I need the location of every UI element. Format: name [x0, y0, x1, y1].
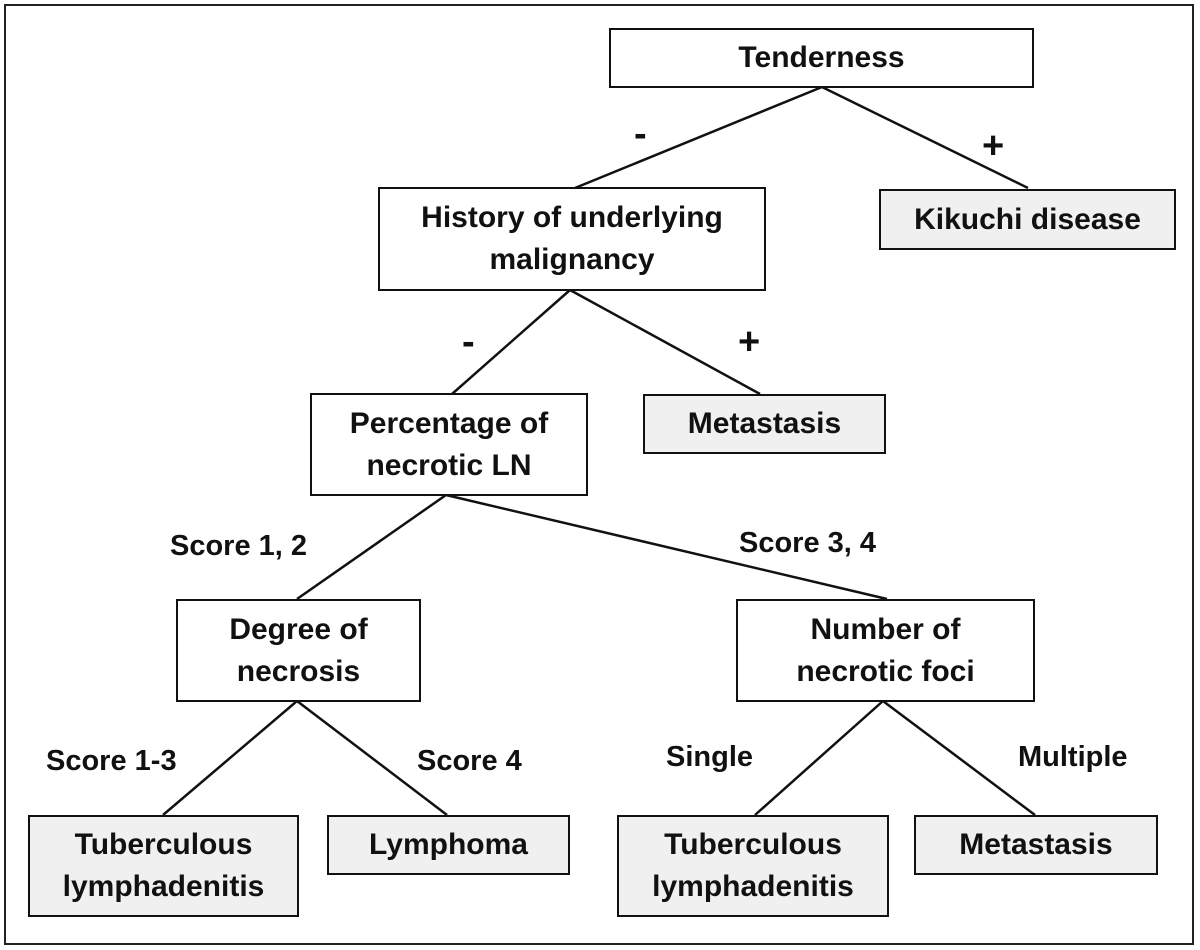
edge-percentage-number	[445, 493, 888, 601]
edge-label-score-1-3: Score 1-3	[46, 745, 177, 777]
edge-label-history-positive: +	[738, 321, 761, 363]
edge-label-score-4: Score 4	[417, 745, 522, 777]
edge-degree-tb	[162, 700, 298, 816]
edge-label-single: Single	[666, 741, 754, 773]
edge-label-history-negative: -	[462, 321, 475, 363]
node-metastasis-foci: Metastasis	[914, 815, 1158, 875]
node-tenderness: Tenderness	[609, 28, 1034, 88]
node-tuberculous-lymphadenitis-left: Tuberculous lymphadenitis	[28, 815, 299, 917]
edge-percentage-degree	[296, 493, 447, 601]
node-lymphoma: Lymphoma	[327, 815, 570, 875]
node-percentage-necrotic-ln: Percentage of necrotic LN	[310, 393, 588, 496]
edge-tenderness-kikuchi	[821, 85, 1029, 190]
edge-tenderness-history	[574, 85, 823, 190]
edge-history-metastasis	[569, 288, 761, 396]
diagram-frame	[4, 4, 1194, 945]
edge-number-metastasis	[882, 700, 1036, 816]
node-metastasis-history: Metastasis	[643, 394, 886, 454]
node-degree-of-necrosis: Degree of necrosis	[176, 599, 421, 702]
edge-label-multiple: Multiple	[1018, 741, 1128, 773]
node-number-of-necrotic-foci: Number of necrotic foci	[736, 599, 1035, 702]
node-kikuchi-disease: Kikuchi disease	[879, 189, 1176, 250]
edge-history-percentage	[451, 289, 571, 395]
edge-label-score-1-2: Score 1, 2	[170, 530, 308, 562]
edge-degree-lymphoma	[296, 700, 448, 816]
edge-label-score-3-4: Score 3, 4	[739, 527, 877, 559]
edge-label-tenderness-positive: +	[982, 125, 1005, 167]
edge-label-tenderness-negative: -	[634, 113, 647, 155]
edge-number-tb	[754, 700, 884, 816]
node-history-of-malignancy: History of underlying malignancy	[378, 187, 766, 291]
node-tuberculous-lymphadenitis-right: Tuberculous lymphadenitis	[617, 815, 889, 917]
